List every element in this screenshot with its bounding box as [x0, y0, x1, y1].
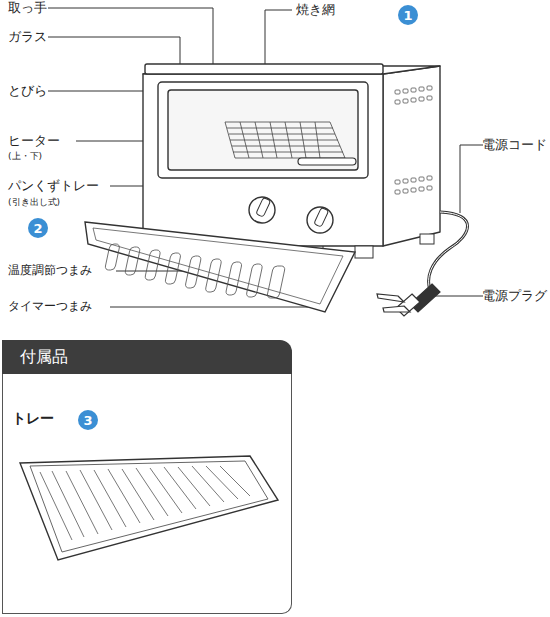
panel-heading: 付属品 — [2, 340, 292, 374]
oven-side — [383, 66, 440, 246]
accessory-panel: 付属品 3 — [2, 340, 292, 614]
part-label: (上・下) — [8, 151, 42, 162]
heater-tube — [298, 158, 356, 165]
part-label: パンくずトレー — [8, 178, 99, 194]
callout-text: 2 — [33, 221, 42, 236]
callout-text: 3 — [83, 413, 92, 428]
oven-front — [143, 74, 383, 246]
oven-handle — [145, 64, 383, 74]
timer-knob — [307, 207, 333, 233]
leader-line — [460, 145, 483, 213]
callout-number: 3 — [78, 410, 98, 430]
part-label: とびら — [8, 83, 47, 99]
power-plug — [377, 284, 440, 316]
part-label: 温度調節つまみ — [8, 263, 92, 277]
leader-line — [432, 296, 483, 297]
callout-number: 2 — [28, 218, 48, 238]
part-label: 取っ手 — [8, 0, 47, 16]
part-label: ガラス — [8, 29, 47, 45]
accessory-tray — [20, 456, 278, 560]
oven-rack — [225, 122, 345, 158]
leader-line — [48, 91, 148, 92]
oven-glass — [168, 90, 358, 170]
callout-number: 1 — [398, 5, 418, 25]
temp-knob — [249, 197, 275, 223]
part-label: 電源プラグ — [482, 288, 547, 304]
part-label: タイマーつまみ — [8, 299, 92, 313]
part-label: トレー — [12, 410, 54, 427]
part-label: 焼き網 — [296, 2, 335, 18]
part-label: ヒーター — [8, 133, 60, 149]
part-label: (引き出し式) — [8, 197, 60, 208]
oven-foot — [355, 246, 373, 258]
oven-door — [158, 82, 368, 178]
callout-text: 1 — [403, 8, 412, 23]
oven-foot — [420, 234, 434, 244]
power-cord — [429, 212, 468, 290]
crumb-tray — [85, 222, 355, 312]
part-label: 電源コード — [482, 137, 547, 153]
